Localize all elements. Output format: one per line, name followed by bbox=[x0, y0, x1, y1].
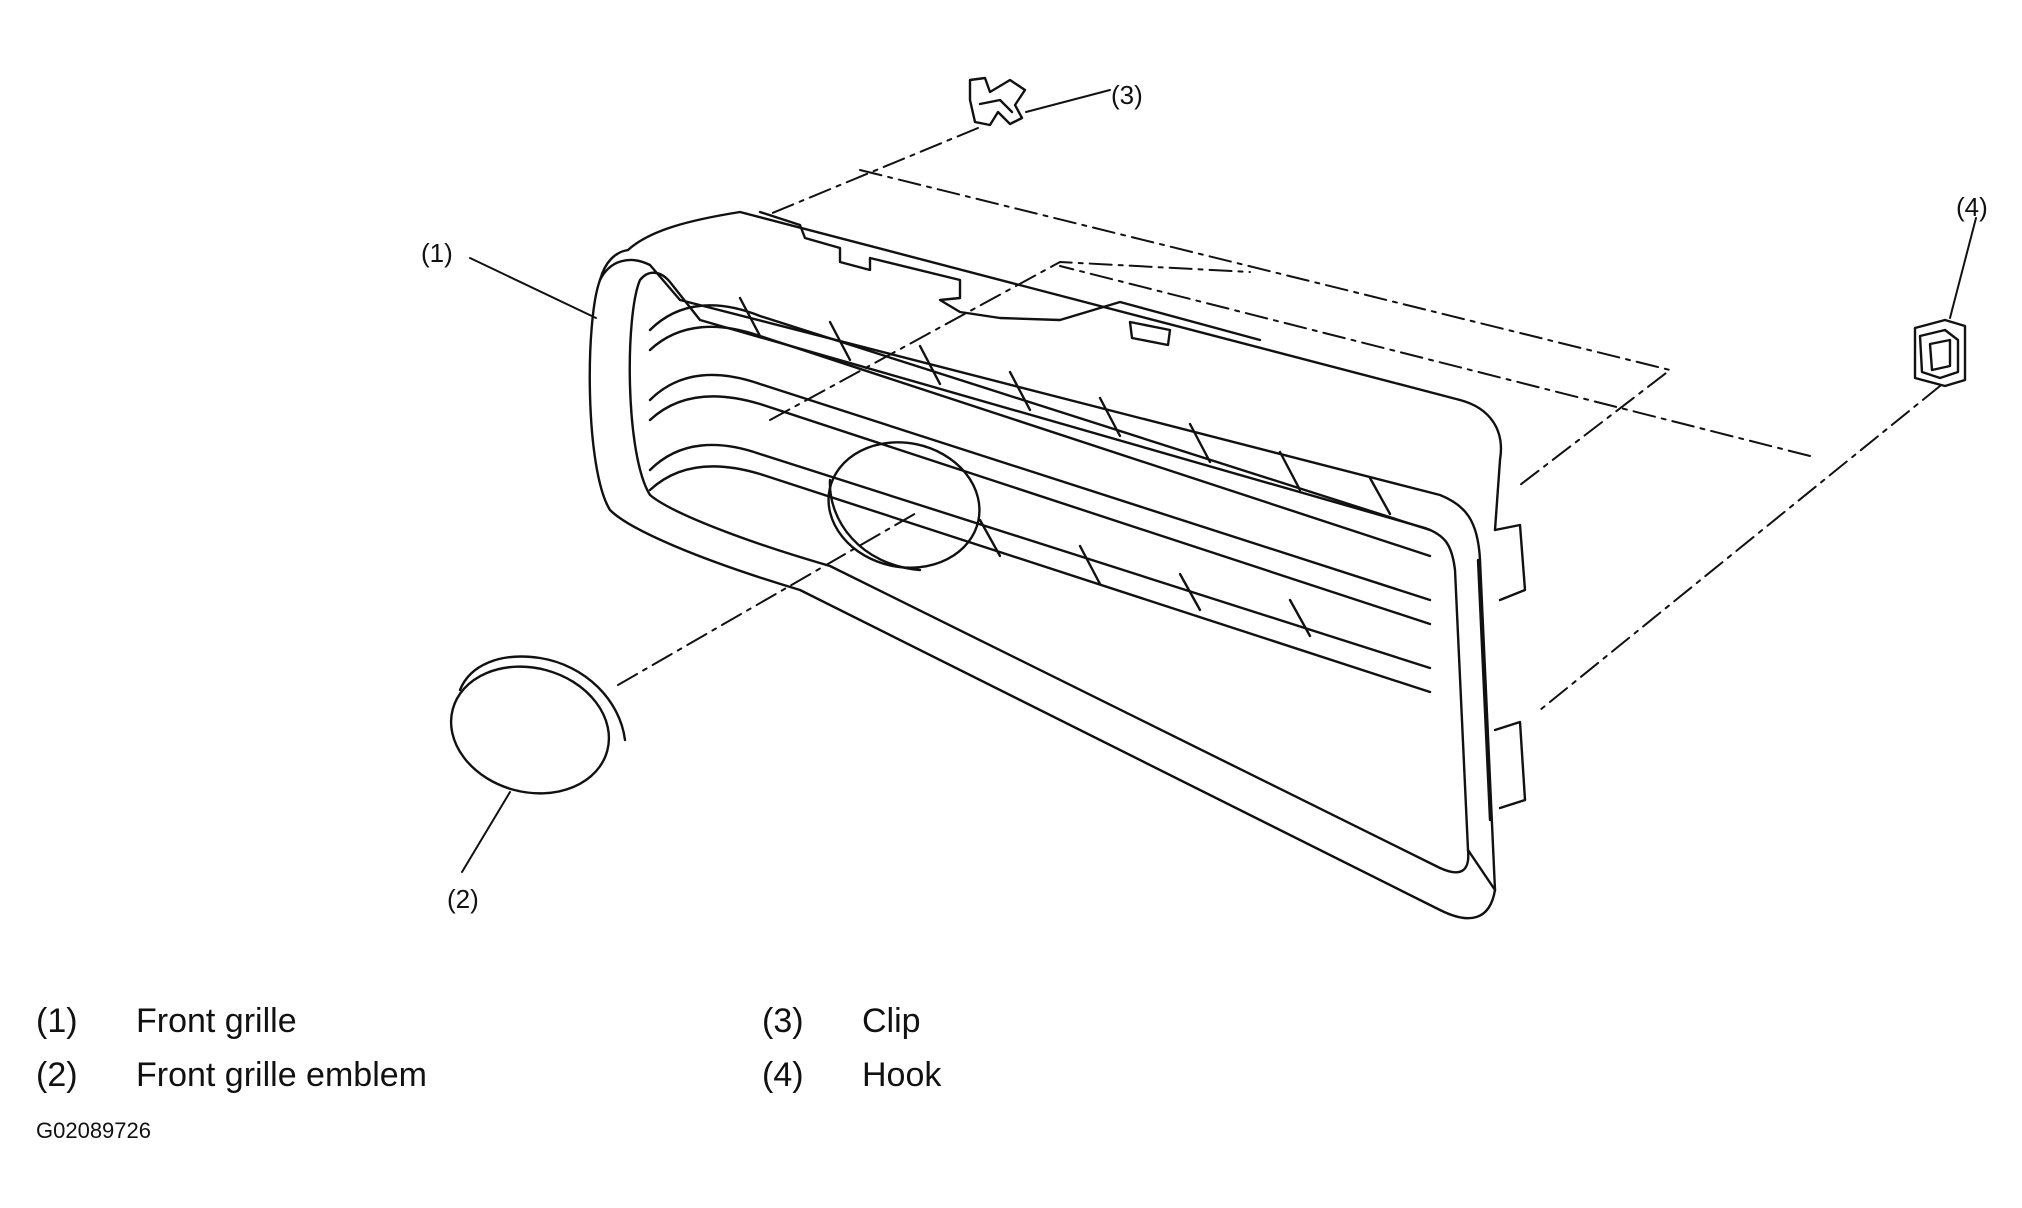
leader-lines bbox=[461, 89, 1977, 873]
callout-hook: (4) bbox=[1956, 192, 1988, 222]
grille-emblem-mounted bbox=[827, 441, 981, 572]
legend-label: Front grille bbox=[136, 1002, 297, 1040]
front-grille bbox=[588, 210, 1527, 920]
assembly-lines bbox=[617, 127, 1941, 711]
callout-front-grille-emblem: (2) bbox=[447, 884, 479, 914]
figure-code: G02089726 bbox=[36, 1118, 151, 1143]
legend-number: (2) bbox=[36, 1056, 78, 1094]
legend-label: Hook bbox=[862, 1056, 942, 1094]
legend-label: Clip bbox=[862, 1002, 921, 1040]
callout-front-grille: (1) bbox=[421, 238, 453, 268]
clip-part bbox=[968, 76, 1027, 127]
hook-part bbox=[1913, 318, 1967, 388]
front-grille-emblem bbox=[449, 655, 627, 795]
legend-number: (4) bbox=[762, 1056, 804, 1094]
callout-clip: (3) bbox=[1111, 80, 1143, 110]
legend-label: Front grille emblem bbox=[136, 1056, 427, 1094]
legend-number: (1) bbox=[36, 1002, 78, 1040]
legend-number: (3) bbox=[762, 1002, 804, 1040]
